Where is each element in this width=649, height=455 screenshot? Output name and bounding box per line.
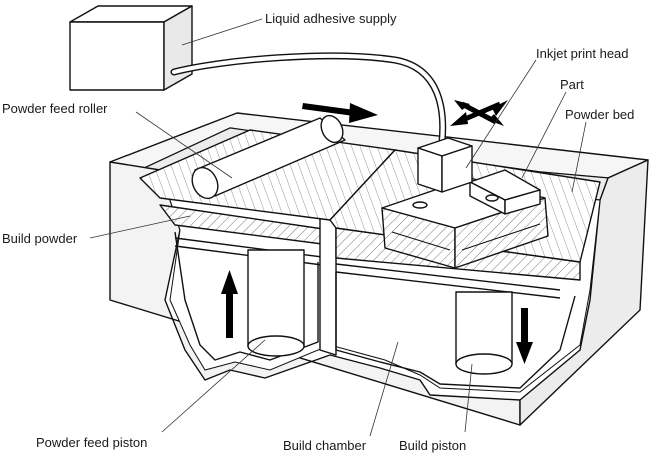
label-powder-bed: Powder bed <box>565 107 634 122</box>
liquid-adhesive-supply <box>69 5 193 91</box>
powder-feed-piston <box>247 249 305 357</box>
up-arrow-icon <box>221 270 238 338</box>
powder-feed-chamber <box>159 204 331 361</box>
label-build-powder: Build powder <box>2 231 78 246</box>
label-build-piston: Build piston <box>399 438 466 453</box>
move-arrows-icon <box>450 100 508 126</box>
part <box>412 169 541 215</box>
label-part: Part <box>560 77 584 92</box>
label-build-chamber: Build chamber <box>283 438 367 453</box>
inkjet-print-head <box>417 137 473 193</box>
down-arrow-icon <box>516 308 533 364</box>
divider-wall <box>319 217 337 356</box>
right-arrow-icon <box>302 103 378 123</box>
powder-feed-roller <box>191 114 346 200</box>
build-piston <box>455 291 513 375</box>
label-inkjet-print-head: Inkjet print head <box>536 46 629 61</box>
label-powder-feed-piston: Powder feed piston <box>36 435 147 450</box>
label-liquid-adhesive-supply: Liquid adhesive supply <box>265 11 397 26</box>
powder-bed <box>381 169 549 269</box>
leader-lines <box>89 18 587 437</box>
label-powder-feed-roller: Powder feed roller <box>2 101 108 116</box>
